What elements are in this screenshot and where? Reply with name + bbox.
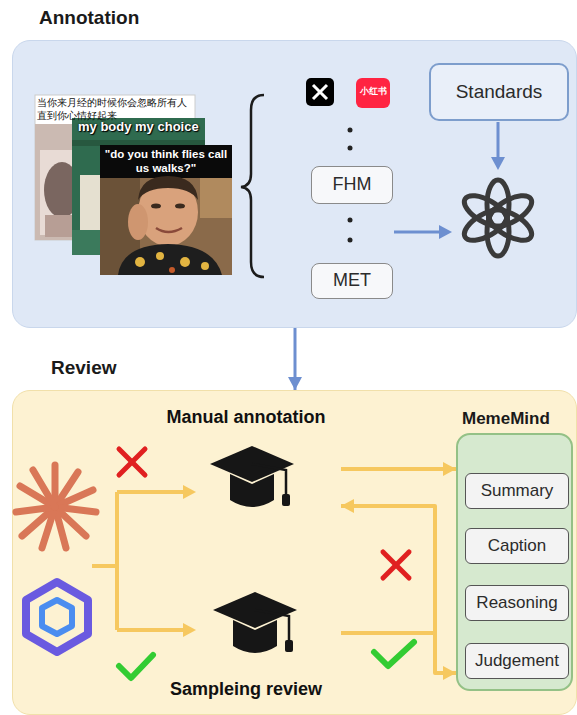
ellipsis-dots <box>348 238 353 243</box>
meme-caption: my body my choice <box>78 119 208 135</box>
review-panel: ReviewManual annotationSampleing reviewM… <box>12 390 577 715</box>
x-logo <box>306 78 334 106</box>
arrowhead <box>341 499 354 513</box>
connector-line <box>341 506 435 633</box>
connector-line <box>341 467 456 471</box>
logo-text: 小红书 <box>356 78 390 108</box>
flow-connector <box>341 633 456 680</box>
wire-arrowhead <box>183 623 196 637</box>
model-wire <box>92 492 184 630</box>
meme-image <box>135 257 145 267</box>
meme-image <box>201 262 209 270</box>
wire-arrowhead <box>183 485 196 499</box>
accept-mark <box>374 642 414 666</box>
panel-heading: Review <box>51 357 116 379</box>
graduation-cap <box>285 640 293 652</box>
model-wire <box>92 564 117 568</box>
graduation-cap <box>252 464 286 496</box>
output-field-box: Summary <box>465 473 569 509</box>
meme-image <box>180 257 190 267</box>
reject-mark <box>119 449 145 475</box>
graduation-cap <box>233 620 277 653</box>
meme-image <box>156 252 164 260</box>
gpt-logo <box>460 189 513 232</box>
reject-mark <box>383 552 409 578</box>
meme-image <box>169 267 175 273</box>
claude-logo <box>16 507 55 512</box>
mememind-panel: MemeMindSummaryCaptionReasoningJudgement <box>456 433 573 691</box>
meme-caption: 当你来月经的时候你会忽略所有人 直到你心情好起来 <box>37 96 193 122</box>
dataset-box: FHM <box>311 166 393 204</box>
accept-mark <box>119 655 153 678</box>
x-logo <box>306 78 334 106</box>
reject-mark <box>383 552 409 578</box>
box-label: Reasoning <box>476 593 557 613</box>
flow-connector <box>288 328 302 390</box>
graduation-cap <box>230 474 274 507</box>
model-wire <box>115 492 119 630</box>
claude-logo <box>33 470 55 507</box>
arrowhead <box>443 462 456 476</box>
graduation-cap <box>282 494 290 506</box>
panel-heading: MemeMind <box>462 409 550 429</box>
output-field-box: Reasoning <box>465 585 569 621</box>
output-field-box: Judgement <box>465 643 569 679</box>
box-label: Summary <box>481 481 554 501</box>
box-label: MET <box>333 270 371 292</box>
reject-mark <box>119 449 145 475</box>
flow-connector <box>341 499 435 633</box>
ellipsis-dots <box>348 128 353 243</box>
meme-caption: "do you think flies call us walks?" <box>102 147 230 176</box>
meme-image <box>100 145 232 275</box>
flow-arrow <box>491 122 505 170</box>
connector-line <box>341 633 456 673</box>
meme-image <box>175 204 185 209</box>
model-wire <box>117 628 184 632</box>
arrowhead <box>443 666 456 680</box>
box-label: Sampleing review <box>170 679 322 701</box>
x-logo <box>313 85 327 99</box>
dataset-box: MET <box>311 263 393 299</box>
qwen-logo <box>26 582 88 652</box>
flow-arrow <box>491 157 505 170</box>
flow-arrow <box>497 122 500 158</box>
flow-arrow <box>439 225 452 239</box>
output-field-box: Caption <box>465 528 569 564</box>
claude-logo <box>16 465 96 548</box>
curly-brace <box>241 95 264 277</box>
ellipsis-dots <box>348 218 353 223</box>
meme-image <box>128 204 148 240</box>
flow-arrow <box>394 225 452 239</box>
wire-arrowhead <box>183 485 196 637</box>
xiaohongshu-logo <box>356 78 390 108</box>
meme-image <box>200 178 232 218</box>
ellipsis-dots <box>348 128 353 133</box>
gpt-logo <box>460 180 537 256</box>
model-wire <box>117 490 184 494</box>
meme-image <box>118 244 222 275</box>
graduation-cap <box>210 446 294 507</box>
box-label: FHM <box>333 174 372 196</box>
box-label: Manual annotation <box>167 407 326 429</box>
graduation-cap <box>213 592 297 653</box>
meme-image <box>156 228 182 232</box>
box-label: Caption <box>488 536 547 556</box>
meme-image <box>138 176 198 200</box>
box-label: Standards <box>456 81 543 104</box>
meme-image <box>100 145 232 178</box>
meme-image <box>100 145 232 275</box>
meme-image <box>151 204 161 209</box>
arrowhead <box>288 377 302 390</box>
qwen-logo <box>26 582 88 652</box>
standards-box: Standards <box>429 63 569 121</box>
panel-heading: Annotation <box>39 7 139 29</box>
flow-arrow <box>394 231 440 234</box>
box-label: Judgement <box>475 651 559 671</box>
flow-connector <box>341 462 456 476</box>
qwen-logo <box>42 600 72 634</box>
ellipsis-dots <box>348 146 353 151</box>
graduation-cap <box>255 610 289 642</box>
